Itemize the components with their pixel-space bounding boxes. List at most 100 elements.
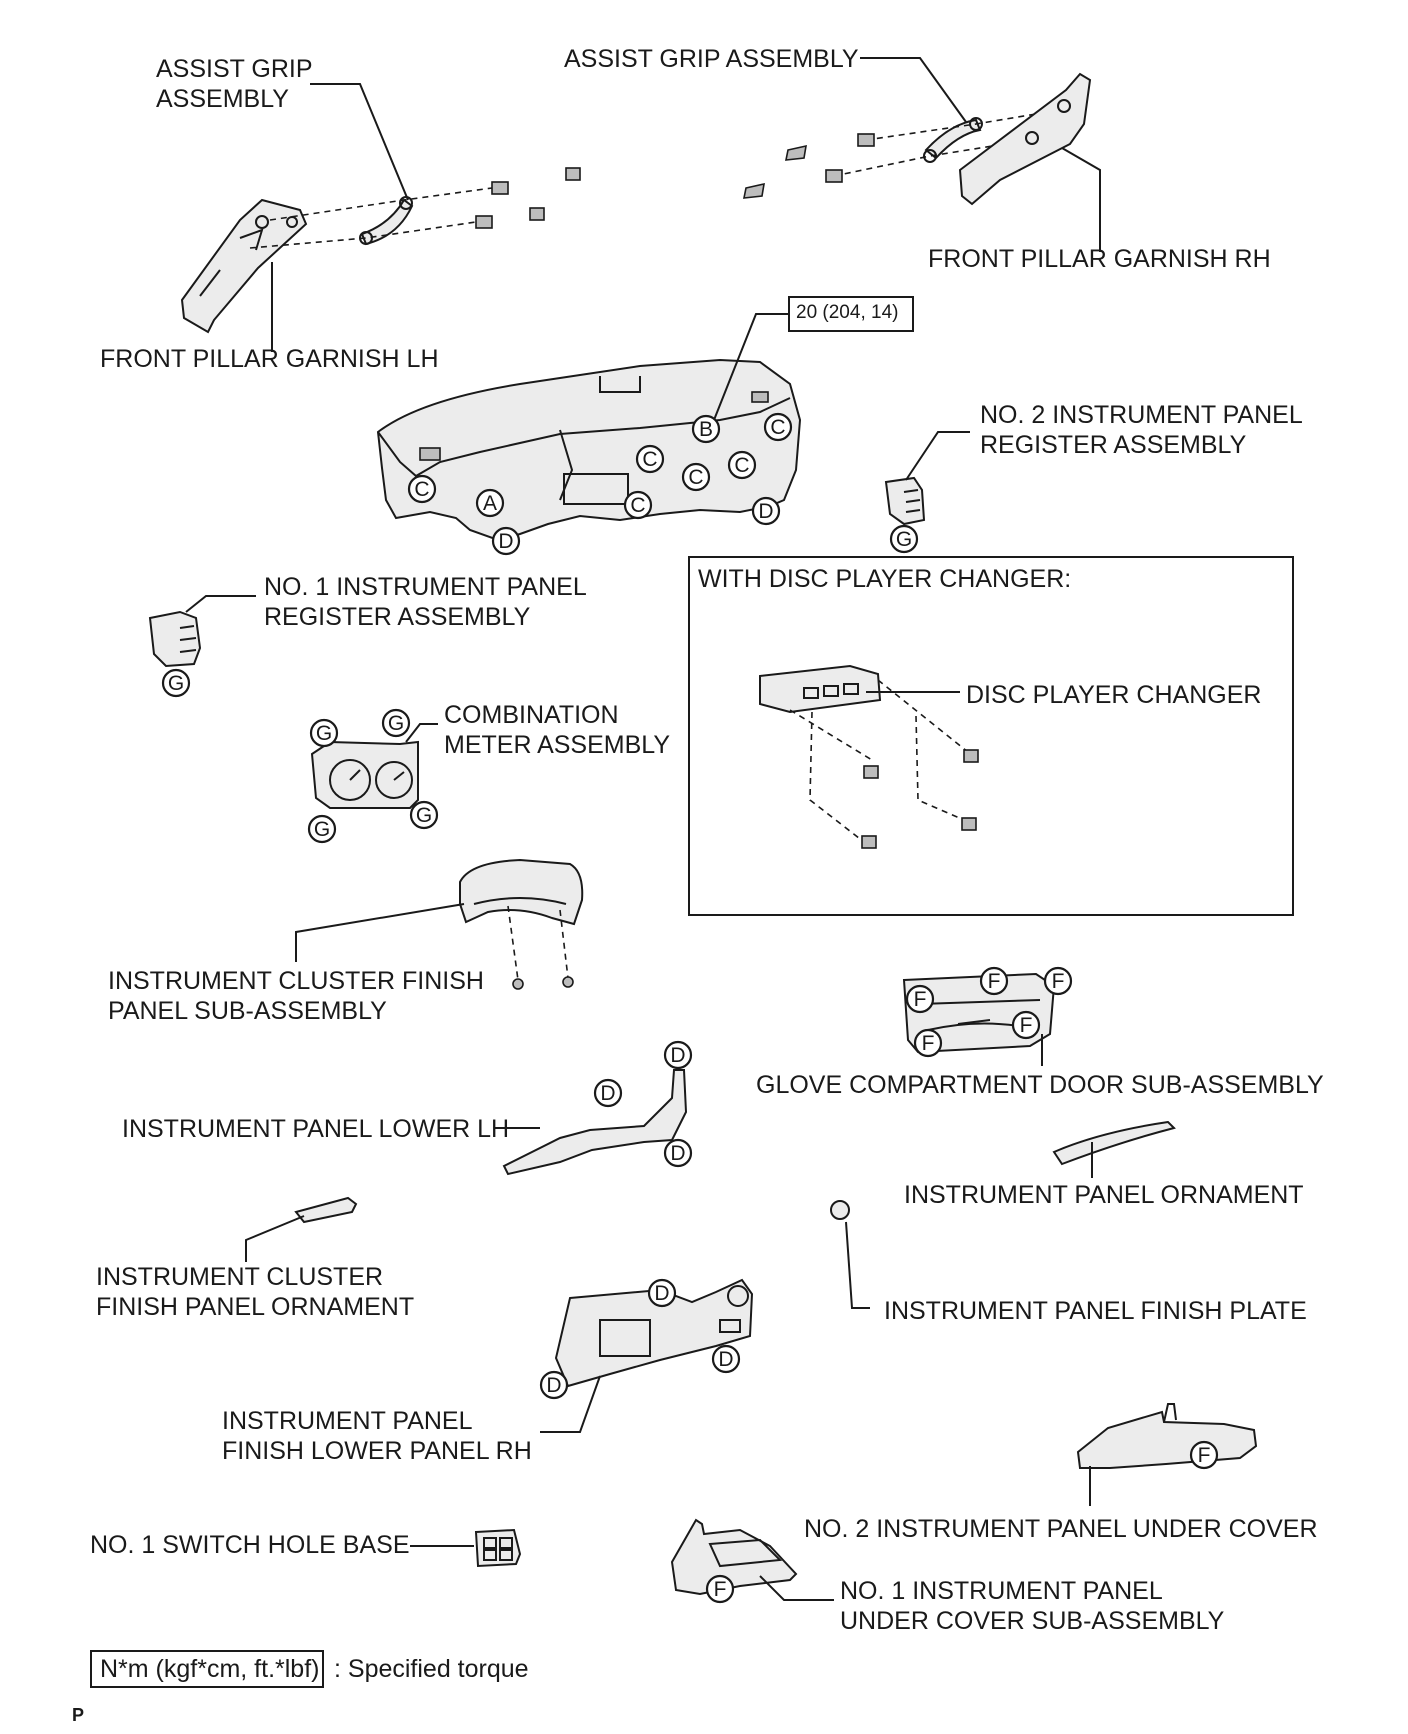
label-disc-inset-title: WITH DISC PLAYER CHANGER: (698, 565, 1072, 593)
label-cluster-finish-panel-1: INSTRUMENT CLUSTER FINISH (108, 967, 484, 995)
switch-hole-base-part (474, 1528, 522, 1568)
callout-d-7: D (711, 1344, 741, 1374)
callout-a: A (475, 488, 505, 518)
label-cluster-finish-panel-2: PANEL SUB-ASSEMBLY (108, 997, 387, 1025)
label-panel-lower-lh: INSTRUMENT PANEL LOWER LH (122, 1115, 510, 1143)
label-front-pillar-lh: FRONT PILLAR GARNISH LH (100, 345, 439, 373)
cluster-ornament-part (294, 1196, 358, 1224)
assist-grip-lh-leader (310, 83, 409, 201)
cluster-finish-bolt-line-2 (559, 909, 569, 979)
finish-lower-rh-leader (540, 1375, 601, 1433)
svg-text:C: C (630, 494, 645, 517)
callout-d-6: D (647, 1278, 677, 1308)
svg-text:D: D (546, 1374, 561, 1397)
svg-text:D: D (758, 500, 773, 523)
label-switch-hole-base: NO. 1 SWITCH HOLE BASE (90, 1531, 410, 1559)
front-pillar-garnish-lh-part (180, 198, 308, 334)
callout-d-8: D (539, 1370, 569, 1400)
panel-lower-lh-part (502, 1069, 688, 1176)
svg-text:G: G (168, 672, 184, 695)
callout-g-5: G (307, 814, 337, 844)
callout-g-4: G (309, 718, 339, 748)
svg-text:C: C (414, 478, 429, 501)
label-torque-spec: 20 (204, 14) (796, 302, 899, 323)
callout-c-1: C (763, 412, 793, 442)
disc-player-bolts (861, 749, 979, 849)
callout-f-6: F (1189, 1440, 1219, 1470)
assist-grip-rh-bolts (743, 133, 875, 199)
label-front-pillar-rh: FRONT PILLAR GARNISH RH (928, 245, 1271, 273)
svg-text:F: F (1020, 1014, 1033, 1037)
svg-text:G: G (416, 804, 432, 827)
no2-register-leader (905, 431, 970, 481)
label-disc-player: DISC PLAYER CHANGER (966, 681, 1262, 709)
svg-text:D: D (498, 530, 513, 553)
label-panel-ornament: INSTRUMENT PANEL ORNAMENT (904, 1181, 1304, 1209)
callout-g-2: G (161, 668, 191, 698)
callout-b: B (691, 414, 721, 444)
label-no2-register-1: NO. 2 INSTRUMENT PANEL (980, 401, 1303, 429)
no1-register-part (148, 610, 202, 668)
svg-text:F: F (1198, 1444, 1211, 1467)
callout-d-2: D (491, 526, 521, 556)
label-no1-under-cover-1: NO. 1 INSTRUMENT PANEL (840, 1577, 1163, 1605)
svg-text:G: G (896, 528, 912, 551)
label-cluster-ornament-1: INSTRUMENT CLUSTER (96, 1263, 384, 1291)
svg-text:D: D (718, 1348, 733, 1371)
callout-c-3: C (727, 450, 757, 480)
svg-text:C: C (642, 448, 657, 471)
legend-description: : Specified torque (334, 1655, 529, 1683)
cluster-finish-leader (295, 903, 465, 962)
label-combination-meter-1: COMBINATION (444, 701, 619, 729)
legend-unit-text: N*m (kgf*cm, ft.*lbf) (100, 1655, 320, 1683)
svg-text:C: C (734, 454, 749, 477)
callout-d-4: D (593, 1078, 623, 1108)
label-no1-register-2: REGISTER ASSEMBLY (264, 603, 531, 631)
callout-d-3: D (663, 1040, 693, 1070)
front-pillar-rh-leader (1061, 147, 1101, 252)
svg-text:G: G (388, 712, 404, 735)
finish-lower-rh-part (554, 1278, 754, 1388)
cluster-finish-panel-part (459, 858, 584, 926)
front-pillar-garnish-rh-part (958, 72, 1092, 206)
label-finish-plate: INSTRUMENT PANEL FINISH PLATE (884, 1297, 1307, 1325)
cluster-ornament-leader (245, 1215, 305, 1262)
label-finish-lower-rh-2: FINISH LOWER PANEL RH (222, 1437, 532, 1465)
callout-g-3: G (381, 708, 411, 738)
panel-ornament-part (1052, 1120, 1176, 1166)
svg-text:F: F (1052, 970, 1065, 993)
disc-player-changer-part (759, 664, 882, 714)
svg-text:F: F (914, 988, 927, 1011)
callout-f-3: F (905, 984, 935, 1014)
assist-grip-lh-bolt-line-2 (249, 221, 477, 249)
assist-grip-lh-bolt-line-1 (269, 187, 493, 221)
disc-player-bolt-line-3 (789, 709, 873, 761)
callout-c-6: C (623, 490, 653, 520)
disc-player-bolt-line-4 (877, 679, 969, 753)
no1-register-leader (185, 595, 256, 613)
label-no2-register-2: REGISTER ASSEMBLY (980, 431, 1247, 459)
svg-text:D: D (600, 1082, 615, 1105)
callout-c-2: C (635, 444, 665, 474)
cluster-finish-screws (512, 976, 574, 990)
callout-f-2: F (1043, 966, 1073, 996)
svg-text:F: F (714, 1578, 727, 1601)
no1-under-cover-part (670, 1518, 798, 1596)
callout-g-6: G (409, 800, 439, 830)
disc-player-bolt-line-1 (809, 711, 865, 843)
svg-text:D: D (654, 1282, 669, 1305)
callout-g-1: G (889, 524, 919, 554)
callout-f-1: F (979, 966, 1009, 996)
combination-meter-part (310, 740, 419, 809)
finish-plate-part (830, 1200, 850, 1220)
label-assist-grip-lh-1: ASSIST GRIP (156, 55, 313, 83)
label-assist-grip-lh-2: ASSEMBLY (156, 85, 289, 113)
svg-text:C: C (770, 416, 785, 439)
torque-legend-box (90, 1650, 324, 1688)
torque-spec-leader (713, 313, 788, 421)
footer-code: P (72, 1705, 85, 1725)
svg-text:B: B (699, 418, 713, 441)
svg-text:A: A (483, 492, 497, 515)
callout-d-5: D (663, 1138, 693, 1168)
